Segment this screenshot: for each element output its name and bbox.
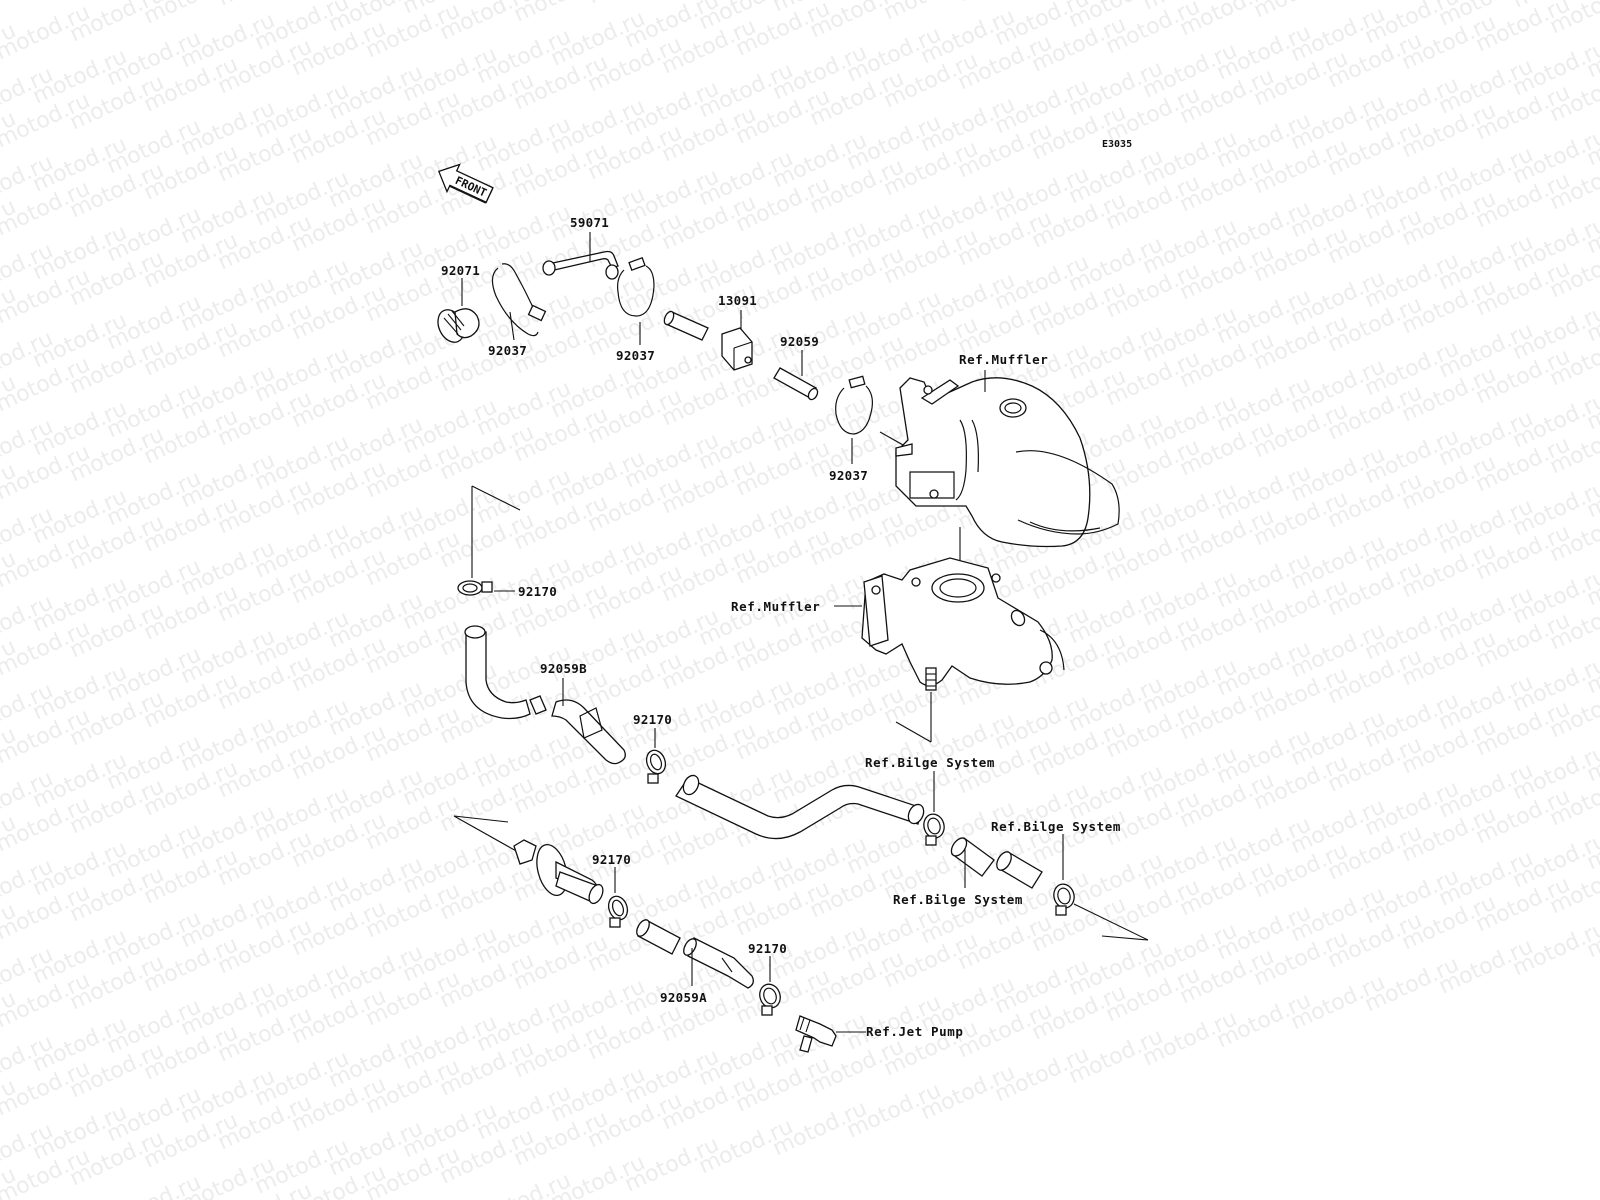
part-92170-clamp-2 xyxy=(645,749,667,784)
part-92037-band-left xyxy=(491,263,547,337)
label-92037-right: 92037 xyxy=(829,468,868,483)
part-jet-pump-fitting xyxy=(795,1015,837,1053)
part-59071-pipe xyxy=(542,250,619,280)
label-92037-left: 92037 xyxy=(488,343,527,358)
label-92170-5: 92170 xyxy=(592,852,631,867)
part-92059B-hose xyxy=(464,625,626,765)
label-92170-2: 92170 xyxy=(633,712,672,727)
part-92071-cap xyxy=(437,308,480,343)
label-92059B: 92059B xyxy=(540,661,587,676)
label-92071: 92071 xyxy=(441,263,480,278)
ref-label-bilge-2: Ref.Bilge System xyxy=(991,819,1121,834)
label-92059A: 92059A xyxy=(660,990,707,1005)
part-long-bend-pipe xyxy=(675,774,925,840)
part-92170-clamp-3 xyxy=(923,813,945,846)
ref-label-bilge-1: Ref.Bilge System xyxy=(865,755,995,770)
label-13091: 13091 xyxy=(718,293,757,308)
ref-label-muffler-lower: Ref.Muffler xyxy=(731,599,820,614)
part-short-tube xyxy=(663,310,709,341)
label-92170-6: 92170 xyxy=(748,941,787,956)
diagram-code: E3035 xyxy=(1102,139,1132,150)
part-bilge-hoses xyxy=(950,837,1043,889)
part-92037-band-right xyxy=(835,375,873,435)
muffler-lower-body xyxy=(861,557,1065,691)
part-92037-band-middle xyxy=(617,257,655,317)
ref-label-jet-pump: Ref.Jet Pump xyxy=(866,1024,964,1039)
part-92059A-hose xyxy=(636,919,754,989)
ref-label-muffler-upper: Ref.Muffler xyxy=(959,352,1048,367)
ref-label-bilge-3: Ref.Bilge System xyxy=(893,892,1023,907)
label-92037-middle: 92037 xyxy=(616,348,655,363)
part-92059-hose xyxy=(773,367,819,401)
part-bulkhead-fitting xyxy=(513,839,604,905)
muffler-upper-body xyxy=(895,377,1120,548)
part-92170-clamp-5 xyxy=(607,895,629,928)
part-92170-clamp-1 xyxy=(457,580,493,596)
label-59071: 59071 xyxy=(570,215,609,230)
part-92170-clamp-far-right xyxy=(1053,883,1075,916)
part-92170-clamp-6 xyxy=(759,983,781,1016)
label-92170-1: 92170 xyxy=(518,584,557,599)
label-92059: 92059 xyxy=(780,334,819,349)
part-13091-block xyxy=(721,327,753,371)
